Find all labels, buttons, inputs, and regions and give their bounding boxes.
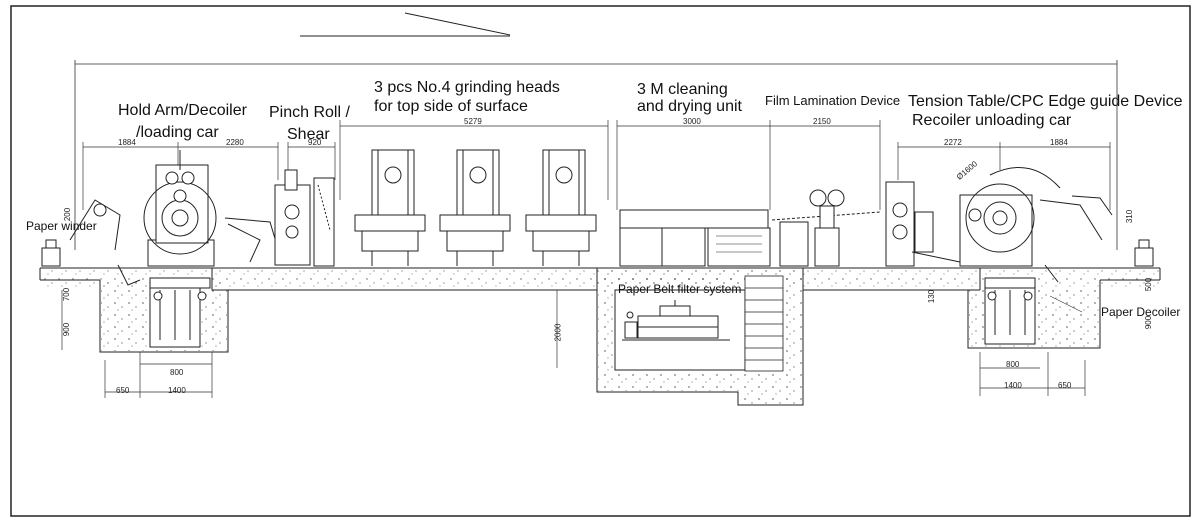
paper-winder-machine [41,199,141,286]
grinding-head-2 [439,149,511,266]
label-paper-decoiler: Paper Decoiler [1101,305,1181,319]
paper-decoiler-machine [1134,239,1154,267]
dim-900-right: 900 [1144,315,1154,330]
right-foundation-pit [967,280,1101,349]
grinding-head-3 [525,149,597,266]
label-grinding-line-2: for top side of surface [374,98,528,115]
decoiler-machine [143,150,217,301]
overall-dimension-line [74,60,1118,250]
dim-650-left: 650 [116,386,130,395]
center-pit [596,268,804,406]
drawing-border [10,5,1191,517]
foundation-dimension-lines [61,290,1086,398]
dim-800-left: 800 [170,368,184,377]
dim-900: 900 [62,322,72,337]
label-grinding-line-1: 3 pcs No.4 grinding heads [374,79,560,96]
label-pinch-roll: Pinch Roll / [269,104,350,121]
dim-200: 200 [63,207,73,222]
grinding-head-1 [354,149,426,266]
dim-800-right: 800 [1006,360,1020,369]
label-hold-arm: Hold Arm/Decoiler [118,102,247,119]
dimension-lines [82,120,1111,210]
dim-1884-left: 1884 [118,138,136,147]
left-foundation-pit [99,268,229,353]
dim-1400-right: 1400 [1004,381,1022,390]
recoiler-machine [959,166,1113,301]
label-paper-belt-filter: Paper Belt filter system [618,282,742,296]
dim-2150: 2150 [813,117,831,126]
dim-700: 700 [62,287,72,302]
film-lamination-device [771,189,881,267]
cleaning-drying-unit [619,209,771,267]
dim-920: 920 [308,138,322,147]
leader-lines [1049,295,1083,313]
dim-5279: 5279 [464,117,482,126]
label-loading-car: /loading car [136,124,219,141]
top-indicator [300,12,511,37]
dim-2272: 2272 [944,138,962,147]
label-paper-winder: Paper winder [26,219,97,233]
label-cleaning-line-2: and drying unit [637,98,742,115]
dim-310: 310 [1125,209,1135,224]
label-shear: Shear [287,126,330,143]
dim-650-right: 650 [1058,381,1072,390]
pinch-roll-shear-machine [224,169,335,267]
label-recoiler: Recoiler unloading car [912,112,1072,129]
dim-3000: 3000 [683,117,701,126]
label-film-lamination: Film Lamination Device [765,93,901,108]
dim-130: 130 [927,289,937,304]
label-tension-table: Tension Table/CPC Edge guide Device [908,93,1183,110]
dim-2000: 2000 [553,323,563,342]
dim-1884-right: 1884 [1050,138,1068,147]
dim-500: 500 [1144,277,1154,292]
tension-table-cpc [885,181,961,267]
label-cleaning-line-1: 3 M cleaning [637,81,728,98]
dim-1400-left: 1400 [168,386,186,395]
dim-2280: 2280 [226,138,244,147]
